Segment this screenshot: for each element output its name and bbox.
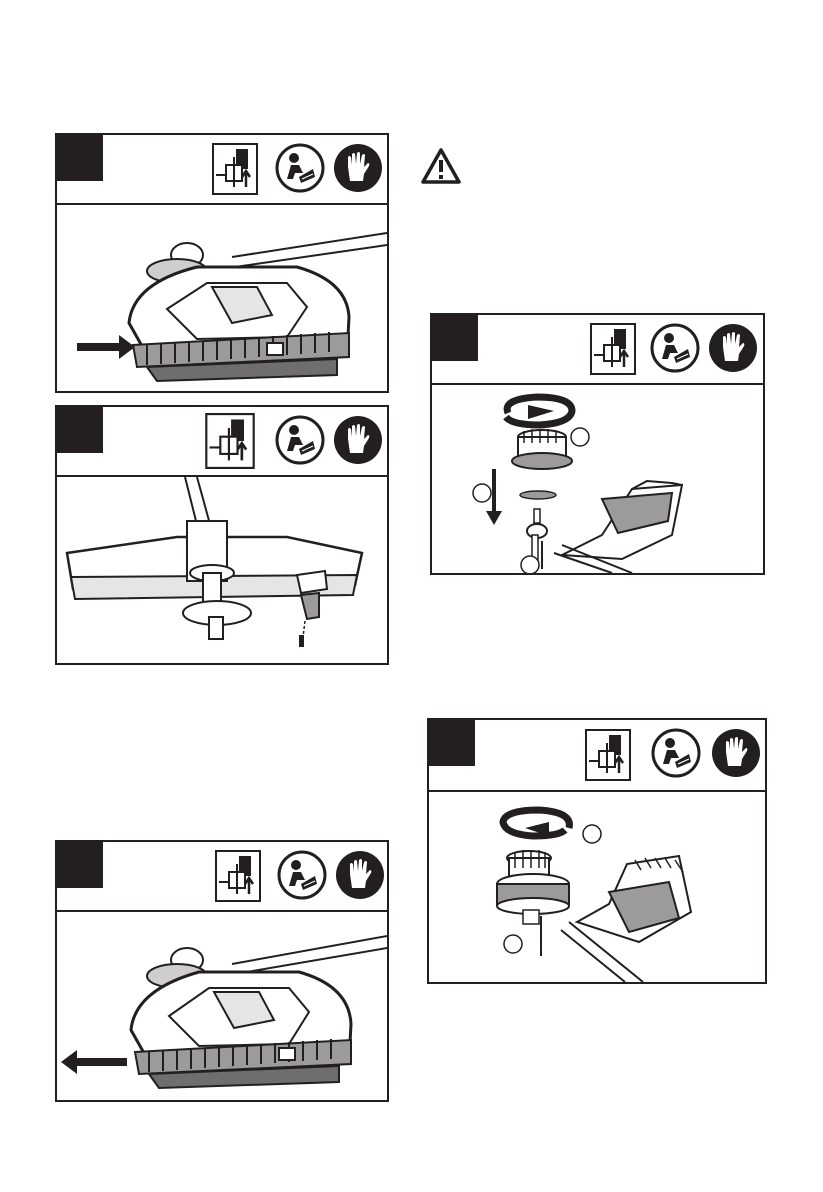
- warning-triangle-icon: [420, 147, 462, 190]
- callout-circle: [473, 484, 491, 502]
- panel-header: [57, 135, 387, 205]
- read-manual-icon: [650, 323, 700, 373]
- rotate-counterclockwise-arrow: [503, 810, 569, 836]
- step-panel-remove-guard: [55, 133, 389, 393]
- callout-circle: [521, 556, 539, 573]
- callout-circle: [504, 935, 522, 953]
- tool-diagram-icon: [585, 728, 631, 782]
- read-manual-icon: [277, 850, 327, 900]
- read-manual-icon: [275, 143, 325, 193]
- read-manual-icon: [275, 415, 325, 465]
- gloves-icon: [333, 415, 383, 465]
- step-panel-guard-assembly: [55, 405, 389, 665]
- panel-header: [429, 720, 765, 792]
- gloves-icon: [333, 143, 383, 193]
- pull-left-arrow: [61, 1050, 127, 1074]
- push-right-arrow: [77, 335, 135, 359]
- spool-removal-illustration: [432, 385, 763, 573]
- step-panel-install-spool: [427, 718, 767, 984]
- gloves-icon: [708, 323, 758, 373]
- tool-diagram-icon: [215, 850, 261, 902]
- trimmer-guard-illustration: [57, 205, 387, 391]
- step-number-badge: [432, 315, 478, 361]
- step-number-badge: [57, 842, 103, 888]
- tool-diagram-icon: [590, 323, 636, 375]
- gloves-icon: [335, 850, 385, 900]
- panel-header: [57, 842, 387, 912]
- panel-header: [57, 407, 387, 477]
- gloves-icon: [711, 728, 761, 778]
- tool-diagram-icon: [205, 413, 255, 469]
- step-number-badge: [57, 135, 103, 181]
- callout-circle: [583, 825, 601, 843]
- guard-blade-illustration: [57, 477, 387, 663]
- step-panel-install-guard: [55, 840, 389, 1102]
- step-number-badge: [57, 407, 103, 453]
- panel-header: [432, 315, 763, 385]
- read-manual-icon: [651, 728, 701, 778]
- trimmer-guard-illustration: [57, 912, 387, 1100]
- spool-install-illustration: [429, 792, 765, 982]
- step-panel-remove-spool: [430, 313, 765, 575]
- callout-circle: [571, 428, 589, 446]
- step-number-badge: [429, 720, 475, 766]
- tool-diagram-icon: [212, 143, 258, 195]
